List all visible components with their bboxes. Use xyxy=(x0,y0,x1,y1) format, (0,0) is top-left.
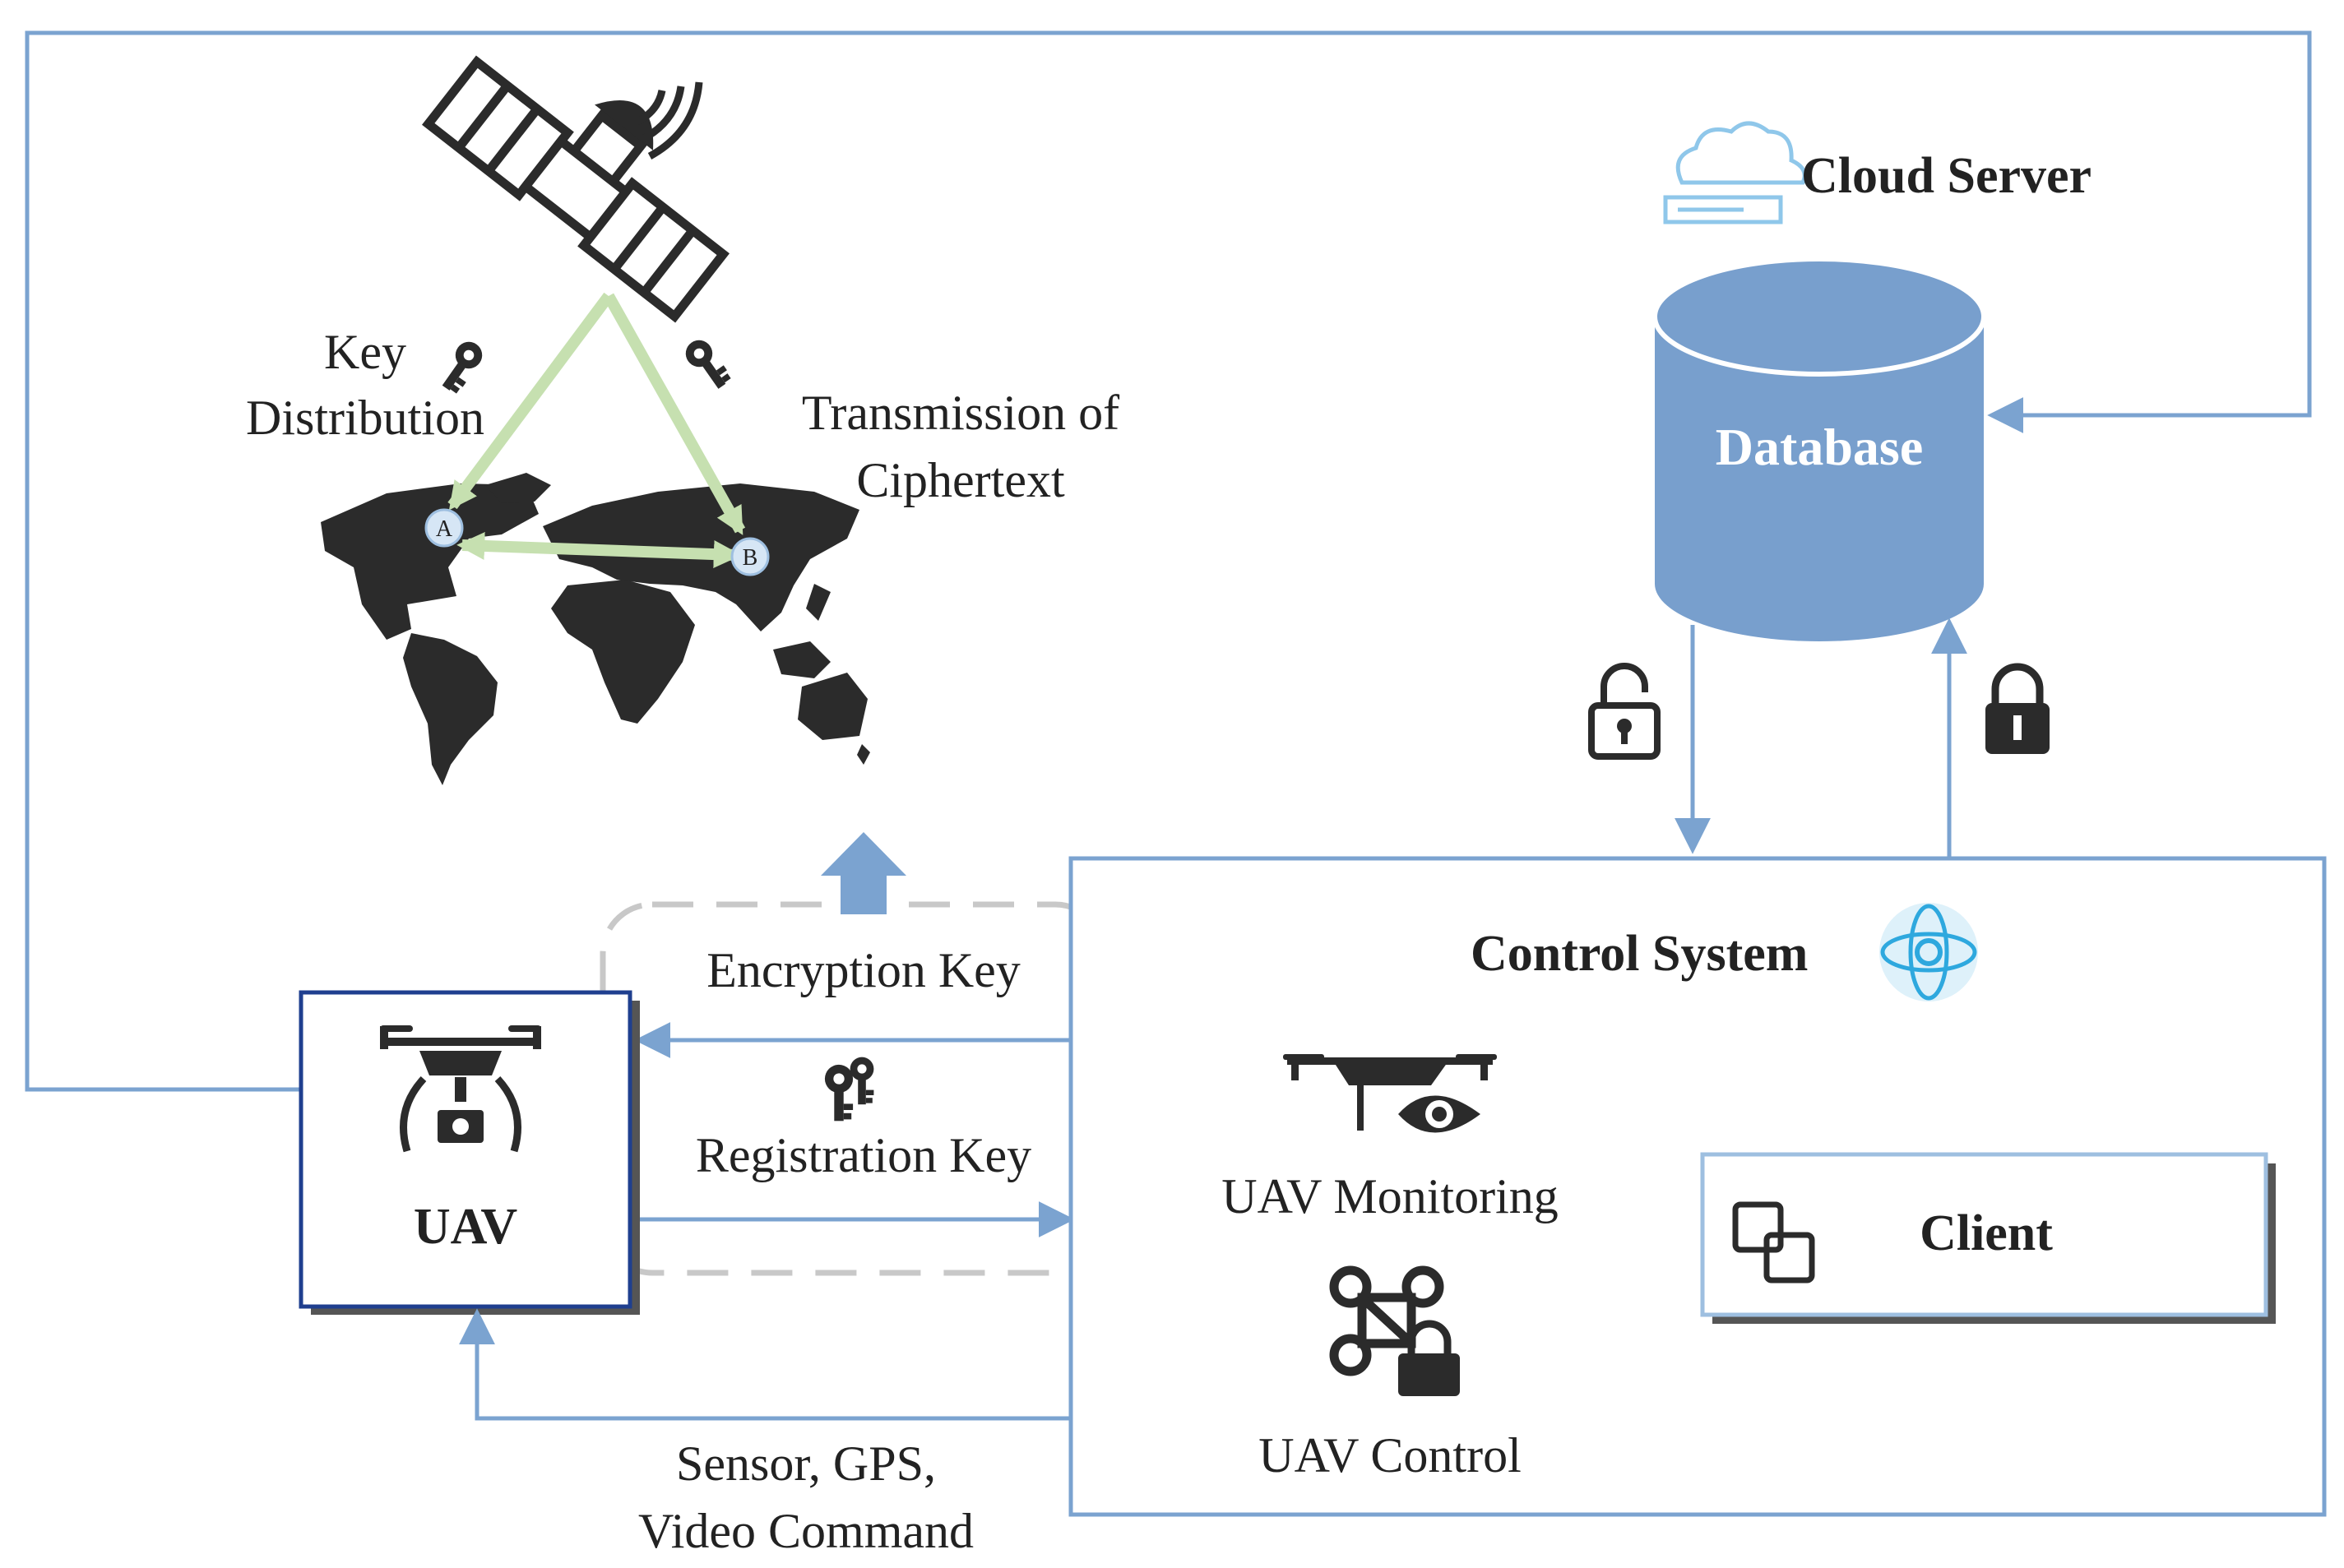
drone-lock-icon xyxy=(1329,1265,1460,1396)
unlocked-padlock-icon xyxy=(1588,663,1661,760)
node-b-label: B xyxy=(743,545,758,571)
registration-key-label: Registration Key xyxy=(696,1128,1031,1182)
cloud-server-icon xyxy=(1663,121,1807,224)
world-map-icon xyxy=(321,473,870,785)
client-label: Client xyxy=(1920,1205,2053,1261)
sensor-line2: Video Command xyxy=(638,1504,974,1558)
signal-waves xyxy=(635,81,703,160)
satellite-icon xyxy=(422,55,730,323)
node-a-label: A xyxy=(436,516,453,542)
uav-label: UAV xyxy=(414,1199,518,1255)
key-distribution-line1: Key xyxy=(324,325,406,379)
node-b: B xyxy=(730,537,770,576)
client-windows-icon xyxy=(1732,1201,1815,1284)
database-icon[interactable] xyxy=(1652,257,1986,641)
uav-monitoring-label: UAV Monitoring xyxy=(1221,1169,1559,1223)
key-flow-arrows xyxy=(633,1022,1075,1237)
db-control-arrows xyxy=(1675,617,1967,857)
drone-eye-icon xyxy=(1283,1054,1497,1133)
key-exchange-arrows xyxy=(447,292,746,569)
database-label: Database xyxy=(1716,418,1923,476)
encryption-key-label: Encryption Key xyxy=(706,943,1021,997)
key-distribution-line2: Distribution xyxy=(246,391,484,445)
transmission-line1: Transmission of xyxy=(802,386,1119,440)
sensor-line1: Sensor, GPS, xyxy=(676,1436,936,1491)
node-a: A xyxy=(424,508,464,548)
sensor-arrow xyxy=(459,1308,1071,1421)
cloud-server-title: Cloud Server xyxy=(1801,148,2092,204)
key-icon xyxy=(434,335,734,396)
control-system-title: Control System xyxy=(1471,926,1808,982)
up-arrow-icon xyxy=(821,832,906,914)
drone-camera-icon xyxy=(380,1025,541,1153)
locked-padlock-icon xyxy=(1985,663,2050,754)
registration-key-icon xyxy=(824,1057,874,1122)
outer-loop-line xyxy=(25,30,2312,1092)
transmission-line2: Ciphertext xyxy=(856,453,1065,507)
client-box[interactable] xyxy=(1700,1152,2276,1324)
control-gear-icon xyxy=(1879,903,1978,1001)
uav-control-label: UAV Control xyxy=(1258,1428,1522,1482)
